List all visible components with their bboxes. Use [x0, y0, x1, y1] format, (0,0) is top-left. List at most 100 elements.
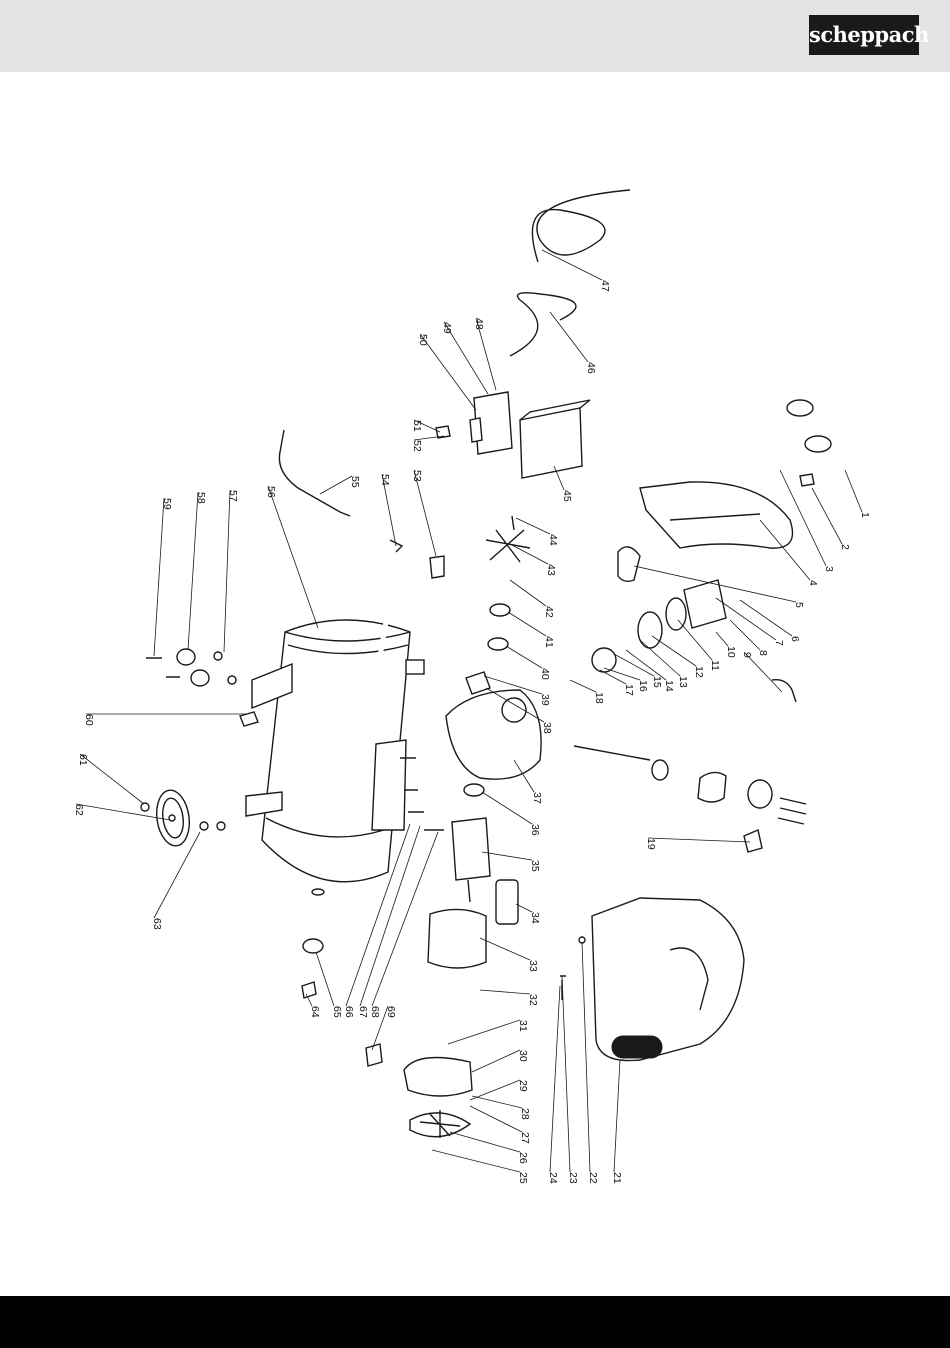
leader-line-65 — [316, 952, 334, 1006]
relief-valve-69 — [366, 1044, 382, 1066]
part-number-57: 57 — [227, 490, 239, 502]
part-number-32: 32 — [527, 994, 539, 1006]
motor-housing-shell — [592, 898, 744, 1061]
part-number-49: 49 — [441, 322, 453, 334]
part-number-50: 50 — [417, 334, 429, 346]
part-number-65: 65 — [331, 1006, 343, 1018]
part-number-23: 23 — [567, 1172, 579, 1184]
leader-line-62 — [76, 804, 170, 820]
part-number-43: 43 — [545, 564, 557, 576]
scheppach-logo: scheppach — [809, 15, 919, 55]
leader-line-18 — [570, 680, 596, 692]
leader-line-41 — [508, 612, 546, 636]
part-number-21: 21 — [611, 1172, 623, 1184]
leader-line-33 — [480, 938, 530, 960]
wheel-nut — [217, 822, 225, 830]
part-number-33: 33 — [527, 960, 539, 972]
cylinder-head-lower — [748, 780, 772, 808]
part-number-36: 36 — [529, 824, 541, 836]
part-number-12: 12 — [693, 666, 705, 678]
leader-line-53 — [414, 470, 436, 556]
part-number-7: 7 — [773, 640, 785, 646]
part-number-25: 25 — [517, 1172, 529, 1184]
part-number-18: 18 — [593, 692, 605, 704]
leader-line-28 — [472, 1096, 522, 1108]
piston-ring-assembly — [652, 760, 668, 780]
part-number-48: 48 — [473, 318, 485, 330]
part-number-22: 22 — [587, 1172, 599, 1184]
part-number-60: 60 — [83, 714, 95, 726]
foot-nut-b — [228, 676, 236, 684]
part-number-59: 59 — [161, 498, 173, 510]
part-number-67: 67 — [357, 1006, 369, 1018]
leader-line-10 — [716, 632, 728, 646]
leader-line-24 — [550, 986, 560, 1172]
part-number-13: 13 — [677, 676, 689, 688]
header-bar: scheppach — [0, 0, 950, 72]
air-filter-cap — [805, 436, 831, 452]
part-number-9: 9 — [741, 652, 753, 658]
footer-bar — [0, 1296, 950, 1348]
motor-stator-shell — [428, 909, 486, 968]
leader-line-56 — [268, 486, 318, 628]
regulator-knob — [470, 418, 482, 442]
fan-cover — [404, 1058, 472, 1097]
elbow-fitting-19 — [744, 830, 762, 852]
part-number-69: 69 — [385, 1006, 397, 1018]
leader-line-43 — [510, 544, 548, 564]
part-number-29: 29 — [517, 1080, 529, 1092]
leader-line-40 — [506, 646, 542, 668]
part-number-39: 39 — [539, 694, 551, 706]
head-bolts — [778, 798, 806, 824]
part-number-68: 68 — [369, 1006, 381, 1018]
cylinder-sleeve — [698, 772, 726, 802]
part-number-15: 15 — [651, 676, 663, 688]
leader-line-27 — [470, 1106, 522, 1132]
part-number-62: 62 — [73, 804, 85, 816]
part-number-37: 37 — [531, 792, 543, 804]
part-number-11: 11 — [709, 660, 721, 671]
leader-line-42 — [510, 580, 546, 606]
bearing-36 — [464, 784, 484, 796]
leader-line-19 — [648, 838, 750, 842]
part-number-14: 14 — [663, 680, 675, 692]
part-number-28: 28 — [519, 1108, 531, 1120]
leader-line-15 — [614, 654, 654, 676]
nut-64 — [302, 982, 316, 998]
head-gasket-11 — [666, 598, 686, 630]
part-number-61: 61 — [77, 754, 89, 766]
leader-line-58 — [188, 492, 198, 650]
part-number-54: 54 — [379, 474, 391, 486]
piston-rod — [574, 746, 650, 760]
leader-line-21 — [614, 1060, 620, 1172]
part-number-5: 5 — [793, 602, 805, 608]
leader-line-13 — [640, 640, 680, 676]
part-number-53: 53 — [411, 470, 423, 482]
leader-line-31 — [448, 1020, 520, 1044]
foot-nut-a — [214, 652, 222, 660]
part-number-44: 44 — [547, 534, 559, 546]
piston-ring-40 — [488, 638, 508, 650]
outlet-pipe-9 — [772, 680, 796, 702]
leader-line-6 — [740, 600, 792, 636]
part-number-51: 51 — [411, 420, 423, 432]
washer-65 — [303, 939, 323, 953]
part-number-56: 56 — [265, 486, 277, 498]
part-number-45: 45 — [561, 490, 573, 502]
leader-line-2 — [812, 488, 842, 544]
leader-line-57 — [224, 490, 230, 652]
leader-line-30 — [472, 1050, 520, 1072]
leader-line-9 — [744, 652, 782, 692]
part-number-40: 40 — [539, 668, 551, 680]
part-number-66: 66 — [343, 1006, 355, 1018]
part-number-38: 38 — [541, 722, 553, 734]
pressure-switch-body — [520, 408, 582, 478]
leader-line-36 — [482, 792, 532, 824]
leader-line-46 — [550, 312, 588, 362]
capacitor — [496, 880, 518, 924]
part-number-1: 1 — [859, 512, 871, 518]
filter-adapter-2 — [800, 474, 814, 486]
leader-line-59 — [154, 498, 164, 656]
part-number-55: 55 — [349, 476, 361, 488]
part-number-41: 41 — [543, 636, 555, 648]
